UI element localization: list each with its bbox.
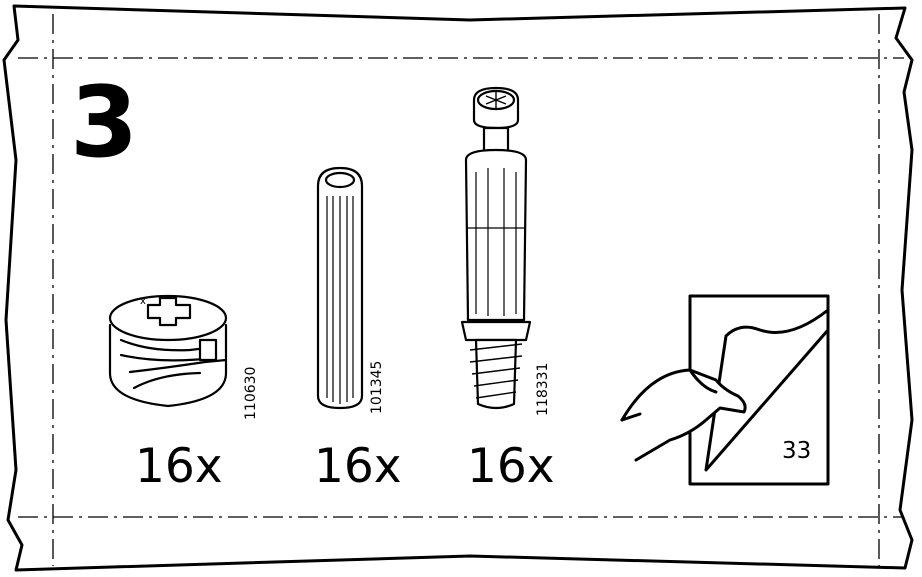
cam-lock-nut-part-number: 110630 <box>243 366 259 420</box>
cam-lock-nut-drawing: x <box>108 294 228 408</box>
see-page-number: 33 <box>782 438 812 464</box>
wooden-dowel-quantity: 16x <box>314 439 402 494</box>
cam-lock-nut-quantity: 16x <box>135 439 223 494</box>
cam-lock-bolt-drawing <box>460 86 532 410</box>
wooden-dowel-drawing <box>316 166 364 410</box>
cam-lock-bolt-part-number: 118331 <box>535 362 551 416</box>
wooden-dowel-part-number: 101345 <box>369 360 385 414</box>
svg-text:x: x <box>140 296 146 307</box>
cam-lock-bolt-quantity: 16x <box>467 439 555 494</box>
see-page-icon <box>620 294 830 486</box>
step-number: 3 <box>70 66 139 180</box>
bag-seams <box>18 14 904 566</box>
